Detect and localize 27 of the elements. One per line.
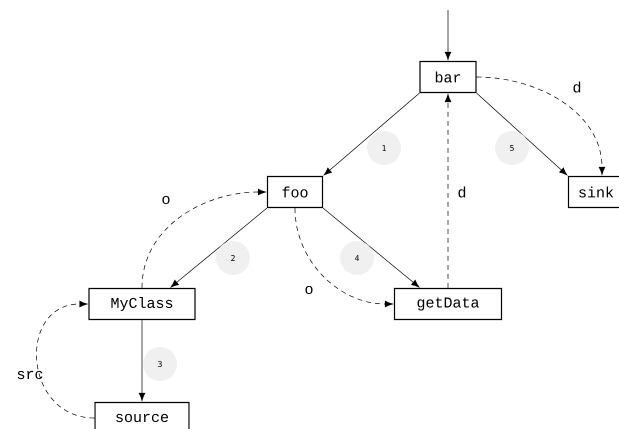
step-number: 2 [216, 241, 250, 275]
edge-label: d [574, 81, 580, 93]
arrow [36, 300, 95, 418]
code-box: source [94, 402, 190, 429]
code-box: getData [394, 288, 502, 320]
arrow [170, 208, 268, 288]
code-box: foo [266, 176, 324, 208]
code-box: MyClass [88, 288, 196, 320]
edge-label: src [18, 370, 42, 380]
step-number: 5 [495, 131, 529, 165]
code-box: bar [419, 60, 477, 94]
edge-label: o [162, 196, 170, 204]
arrow [476, 92, 568, 176]
arrow [294, 208, 393, 308]
step-number: 4 [340, 241, 374, 275]
arrow [444, 10, 452, 60]
arrow [444, 94, 452, 288]
step-number: 3 [143, 347, 177, 381]
code-box: sink [568, 176, 619, 208]
edge-label: d [458, 186, 466, 198]
edge-label: o [305, 286, 313, 294]
arrow [138, 320, 146, 401]
step-number: 1 [367, 131, 401, 165]
arrow [142, 188, 266, 288]
arrow [476, 76, 606, 175]
arrow [324, 92, 420, 176]
arrow [322, 208, 420, 288]
